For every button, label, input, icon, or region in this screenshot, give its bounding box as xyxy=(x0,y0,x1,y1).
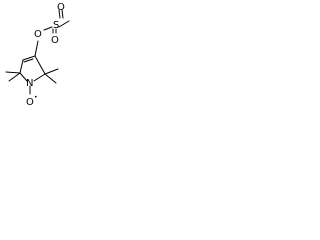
atom-sulfur: S xyxy=(53,20,59,31)
atom-oxygen-nitroxide: O xyxy=(26,97,34,108)
structural-formula: S O O O N O • xyxy=(5,2,70,108)
bond-o-ch2 xyxy=(34,40,39,57)
bond-c3-c4-double xyxy=(23,58,34,63)
bond-c2-methyl-up xyxy=(44,68,59,75)
molecule-diagram: S O O O N O • xyxy=(0,0,108,110)
bond-c2-c3 xyxy=(34,55,46,75)
bond-c5-n xyxy=(19,72,28,82)
atom-oxygen-ester: O xyxy=(34,29,42,40)
bond-c3-c4 xyxy=(22,55,36,61)
bond-n-c2 xyxy=(33,73,46,82)
bond-s-o-top-1 xyxy=(58,9,61,19)
bond-ch3-s xyxy=(58,20,70,28)
bond-s-o-ester xyxy=(43,26,53,31)
bond-c2-methyl-down xyxy=(44,73,57,84)
bond-c5-methyl-down xyxy=(8,72,21,82)
atom-oxygen-sulfonyl-bottom: O xyxy=(51,35,59,46)
bond-s-o-top-2 xyxy=(61,9,64,19)
atom-oxygen-sulfonyl-top: O xyxy=(57,2,65,13)
atom-nitrogen: N xyxy=(26,78,33,89)
radical-dot: • xyxy=(34,94,38,101)
bond-c5-methyl-up xyxy=(5,71,21,74)
bond-c4-c5 xyxy=(19,59,24,74)
